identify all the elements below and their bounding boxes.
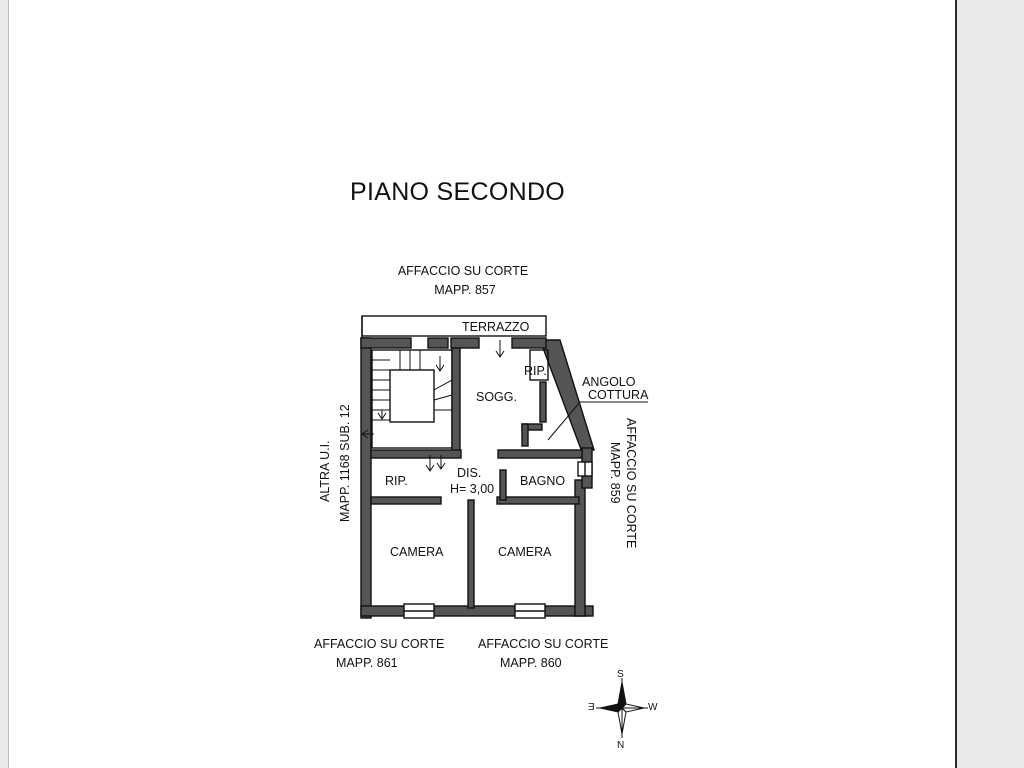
compass-e-label: E — [588, 702, 595, 713]
document-page — [8, 0, 957, 768]
south-wall — [360, 605, 594, 617]
floor-title: PIANO SECONDO — [350, 178, 566, 206]
bottom-left-mapp-label: MAPP. 861 — [336, 656, 398, 670]
sogg-label: SOGG. — [476, 390, 517, 404]
camera-right-label: CAMERA — [498, 545, 552, 559]
angolo-label: ANGOLO — [582, 375, 636, 389]
right-vert-label-1: AFFACCIO SU CORTE — [624, 418, 638, 549]
left-vert-label-1: ALTRA U.I. — [318, 440, 332, 502]
cottura-label: COTTURA — [588, 388, 649, 402]
west-wall — [360, 337, 372, 619]
top-mapp-label: MAPP. 857 — [434, 283, 496, 297]
dis-label: DIS. — [457, 466, 482, 480]
camera-left-label: CAMERA — [390, 545, 444, 559]
right-vert-label-2: MAPP. 859 — [608, 442, 622, 504]
compass-w-label: W — [648, 702, 658, 713]
bottom-right-affaccio-label: AFFACCIO SU CORTE — [478, 637, 609, 651]
top-affaccio-label: AFFACCIO SU CORTE — [397, 264, 529, 278]
rip-left-label: RIP. — [385, 474, 408, 488]
bagno-label: BAGNO — [520, 474, 566, 488]
rip-top-label: RIP. — [524, 364, 547, 378]
rip-closet — [529, 349, 549, 381]
compass-rose — [596, 678, 648, 738]
terrazzo-label: TERRAZZO — [462, 320, 530, 334]
height-label: H= 3,00 — [450, 482, 495, 496]
east-wall-diagonal — [538, 339, 595, 453]
east-wall-lower — [574, 479, 586, 617]
bottom-left-affaccio-label: AFFACCIO SU CORTE — [314, 637, 445, 651]
bottom-right-mapp-label: MAPP. 860 — [500, 656, 562, 670]
compass-s-label: S — [617, 669, 624, 680]
compass-n-label: N — [617, 738, 625, 749]
left-vert-label-2: MAPP. 1168 SUB. 12 — [338, 404, 352, 522]
